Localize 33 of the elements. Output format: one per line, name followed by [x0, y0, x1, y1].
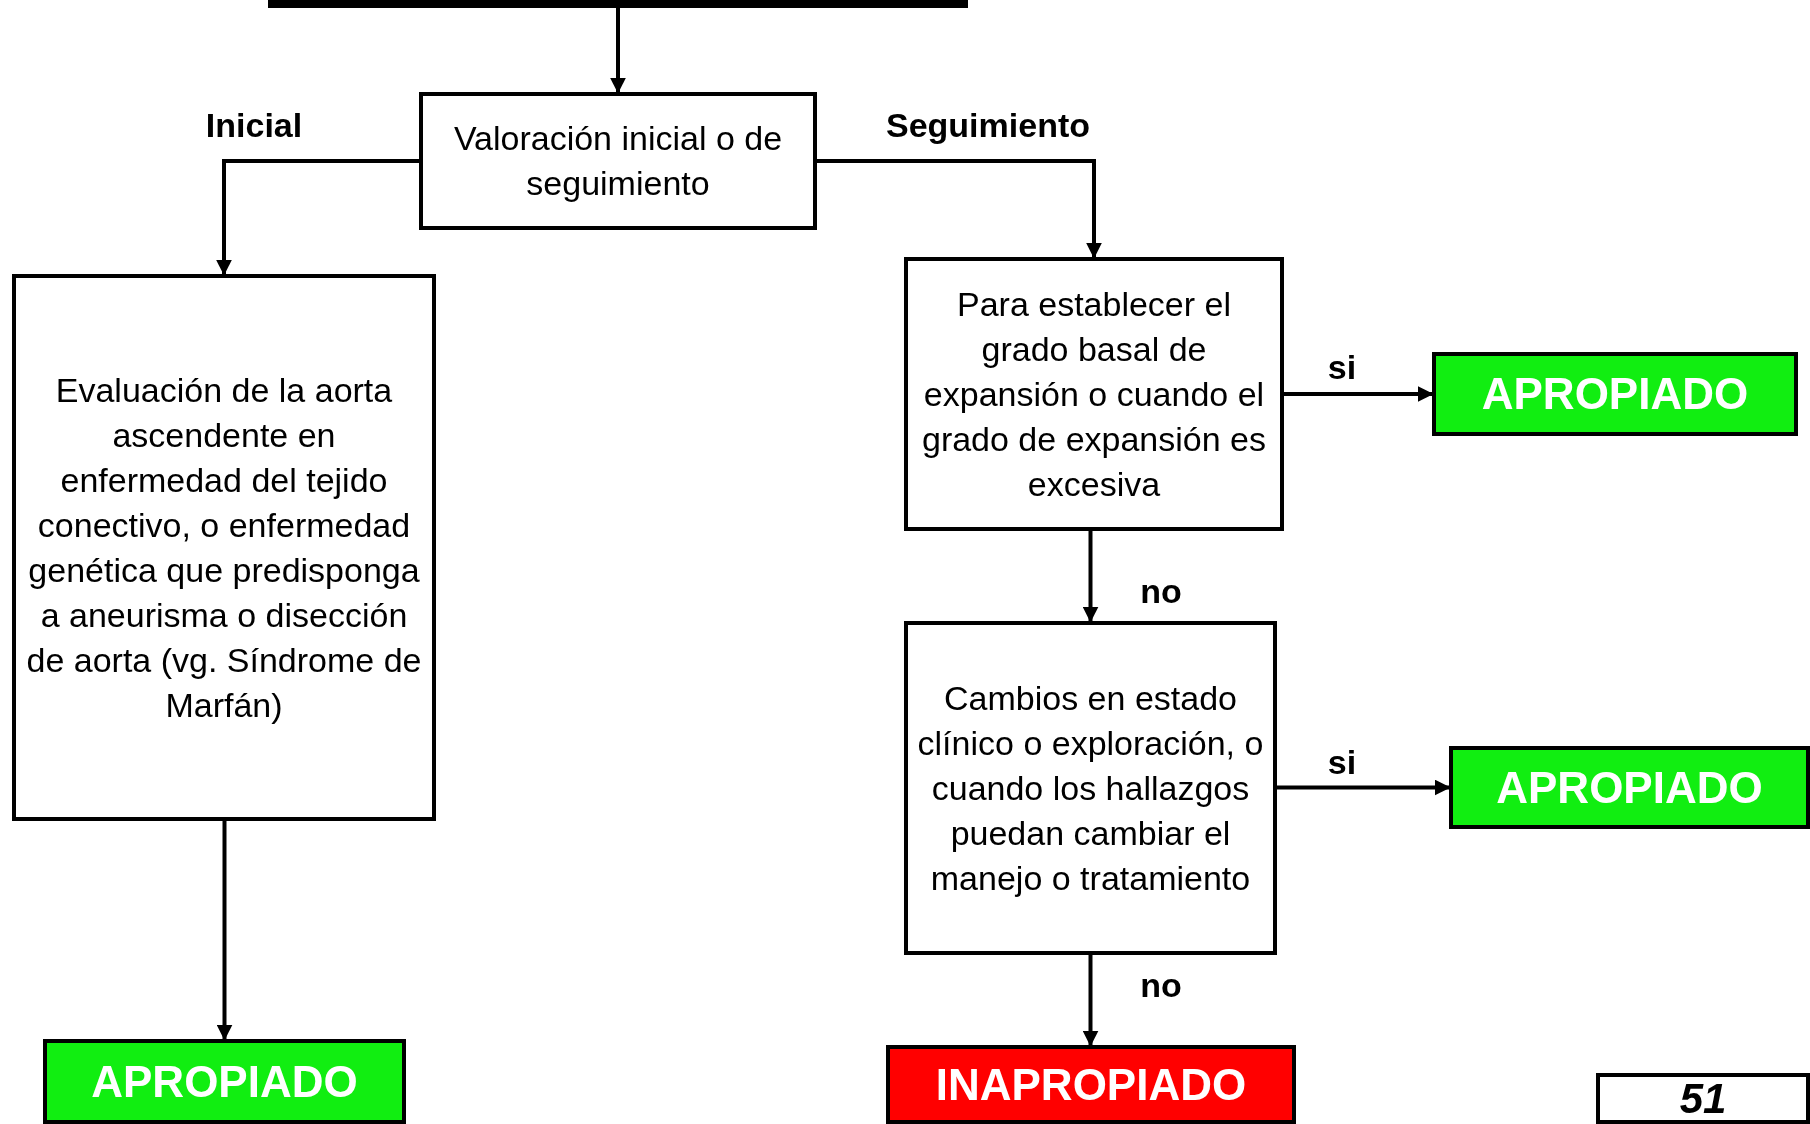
- process-box: [12, 274, 436, 821]
- arrow: [1082, 955, 1099, 1047]
- result-box: [43, 1039, 406, 1124]
- node-text: APROPIADO: [1495, 762, 1764, 813]
- process-box: [904, 257, 1284, 531]
- node-text: APROPIADO: [90, 1056, 359, 1107]
- result-box: [886, 1045, 1296, 1124]
- edge-label: no: [1140, 572, 1182, 610]
- node-text: APROPIADO: [1480, 369, 1750, 419]
- arrow: [216, 159, 419, 276]
- arrow: [610, 6, 626, 94]
- node-text: Valoración inicial o de seguimiento: [452, 118, 784, 204]
- node-text: Para establecer el grado basal de expansión o cuando el grado de expansión es excesiva: [920, 283, 1267, 505]
- page-number-box: [1596, 1073, 1810, 1124]
- arrow: [1284, 386, 1434, 402]
- process-box: [268, 0, 968, 8]
- result-box: [1449, 746, 1810, 829]
- arrow: [817, 159, 1102, 259]
- edge-label: Seguimiento: [886, 106, 1090, 144]
- result-box: [1432, 352, 1798, 436]
- edge-label: Inicial: [205, 106, 303, 144]
- node-text: INAPROPIADO: [934, 1059, 1248, 1110]
- page-number: 51: [1678, 1076, 1728, 1121]
- edge-label: no: [1140, 966, 1182, 1004]
- arrow: [1277, 779, 1451, 796]
- arrow: [216, 821, 233, 1041]
- arrow: [1082, 531, 1099, 623]
- node-text: Evaluación de la aorta ascendente en enfermedad del tejido conectivo, o enfermedad genética que predisponga a aneurisma o disección de aorta (vg. Síndrome de Marfán): [25, 369, 423, 726]
- process-box: [419, 92, 817, 230]
- process-box: [904, 621, 1277, 955]
- edge-label: si: [1327, 743, 1357, 781]
- edge-label: si: [1327, 348, 1357, 386]
- node-text: Cambios en estado clínico o exploración, o cuando los hallazgos puedan cambiar el manejo o tratamiento: [916, 677, 1265, 899]
